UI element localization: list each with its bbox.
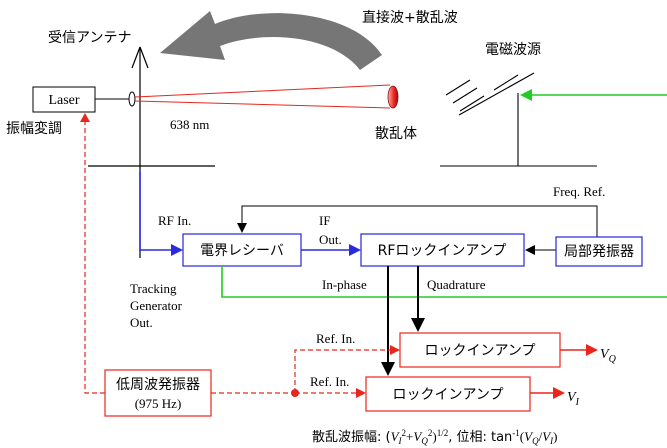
ref-in-lower-label: Ref. In. — [310, 374, 349, 389]
lf-osc-label-line2: (975 Hz) — [135, 396, 182, 411]
tracking-label-line3: Out. — [130, 315, 153, 330]
freq-ref-line — [237, 205, 598, 238]
scatterer-label: 散乱体 — [375, 126, 417, 142]
quadrature-label: Quadrature — [427, 277, 486, 292]
rf-lockin-label: RFロックインアンプ — [378, 243, 507, 259]
reference-junction-dot — [291, 389, 299, 397]
laser-label: Laser — [48, 93, 79, 108]
ref-in-upper-label: Ref. In. — [316, 331, 355, 346]
ref-in-upper-line — [294, 349, 396, 393]
em-source-hatch-icon — [440, 72, 597, 167]
lockin-upper-label: ロックインアンプ — [424, 343, 535, 359]
modulation-to-laser-line — [84, 114, 105, 394]
wavelength-label: 638 nm — [170, 117, 209, 132]
ref-in-upper-arrowhead — [390, 345, 400, 355]
tracking-label-line2: Generator — [130, 298, 183, 313]
rf-in-line — [139, 172, 183, 256]
tracking-label-line1: Tracking — [130, 281, 177, 296]
direct-scattered-wave-label: 直接波+散乱波 — [362, 9, 458, 26]
vq-output-label: VQ — [600, 347, 617, 365]
em-source-label: 電磁波源 — [485, 42, 541, 58]
vi-output-label: VI — [567, 390, 580, 408]
freq-ref-label: Freq. Ref. — [553, 184, 605, 199]
tracking-generator-line — [221, 266, 667, 298]
field-receiver-box — [182, 233, 302, 267]
rf-lockin-box — [360, 233, 525, 267]
reference-dashed-lines — [84, 114, 396, 394]
modulation-arrowhead — [80, 113, 90, 122]
if-out-label-line2: Out. — [319, 232, 342, 247]
laser-beam — [134, 84, 391, 109]
lockin-lower-box — [365, 376, 531, 412]
field-receiver-label: 電界レシーバ — [200, 243, 284, 259]
formula-text: 散乱波振幅: (VI2+VQ2)1/2, 位相: tan-1(VQ/VI) — [312, 428, 558, 446]
scatterer-icon — [387, 85, 399, 109]
local-osc-box — [555, 236, 643, 267]
if-out-label-line1: IF — [319, 213, 331, 228]
lens-icon — [128, 91, 136, 107]
rf-in-label: RF In. — [158, 213, 191, 228]
amplitude-modulation-label: 振幅変調 — [6, 120, 62, 137]
wave-curved-arrow — [160, 11, 382, 70]
ref-in-lower-arrowhead — [356, 388, 366, 398]
in-phase-label: In-phase — [322, 277, 367, 292]
receiving-antenna-label: 受信アンテナ — [48, 30, 131, 46]
lf-osc-label-line1: 低周波発振器 — [116, 377, 200, 393]
lockin-lower-label: ロックインアンプ — [392, 387, 503, 403]
laser-box — [32, 86, 96, 113]
local-osc-label: 局部発振器 — [564, 244, 634, 260]
